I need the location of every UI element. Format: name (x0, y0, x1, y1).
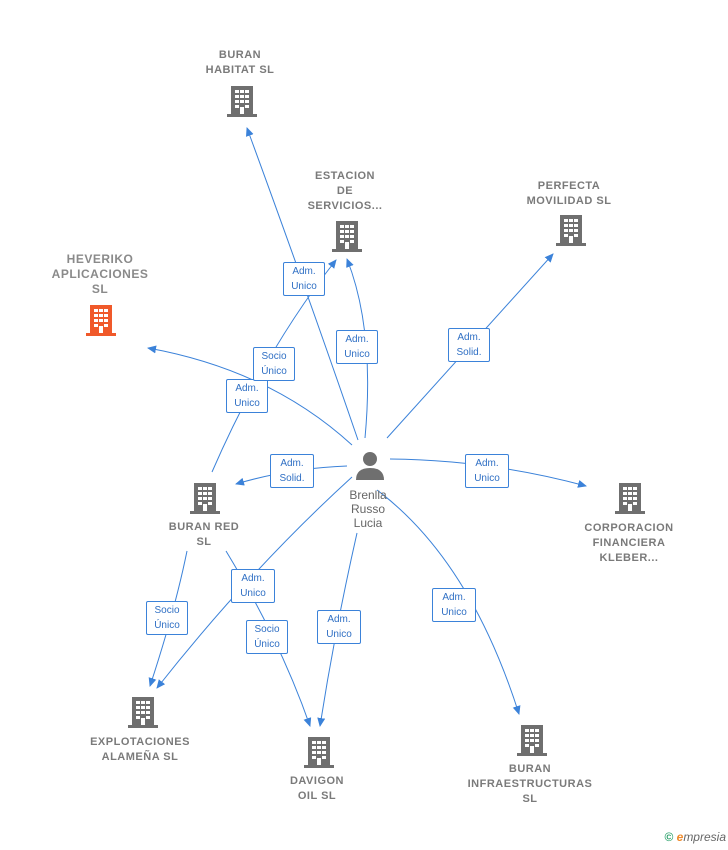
node-label-heveriko[interactable]: HEVERIKO APLICACIONES SL (51, 252, 149, 296)
edge-label-buranred-estacion: Socio Único (253, 347, 295, 381)
node-label-buran-infra[interactable]: BURAN INFRAESTRUCTURAS SL (467, 763, 593, 805)
node-label-davigon[interactable]: DAVIGON OIL SL (289, 775, 345, 802)
edge-label-buranred-davigon: Socio Único (246, 620, 288, 654)
brand-logo-text: mpresia (683, 830, 726, 844)
node-label-buran-habitat[interactable]: BURAN HABITAT SL (205, 49, 275, 76)
edge-label-center-explotaciones: Adm. Unico (231, 569, 275, 603)
edge-label-perfecta: Adm. Solid. (448, 328, 490, 362)
edge-label-buran-infra: Adm. Unico (432, 588, 476, 622)
copyright-icon: © (664, 830, 674, 844)
building-icon-corporacion (615, 483, 645, 514)
edge-label-estacion: Adm. Unico (336, 330, 378, 364)
building-icon-davigon (304, 737, 334, 768)
building-icon-buran-habitat (227, 86, 257, 117)
building-icon-buran-infra (517, 725, 547, 756)
node-label-corporacion[interactable]: CORPORACION FINANCIERA KLEBER... (584, 522, 674, 564)
node-label-explotaciones[interactable]: EXPLOTACIONES ALAMEÑA SL (90, 736, 190, 763)
edge-label-buran-red: Adm. Solid. (270, 454, 314, 488)
building-icon-buran-red (190, 483, 220, 514)
brand-logo-initial: e (676, 830, 684, 844)
edge-label-buranred-explotaciones: Socio Único (146, 601, 188, 635)
edge-label-heveriko: Adm. Unico (226, 379, 268, 413)
edge-label-corporacion: Adm. Unico (465, 454, 509, 488)
node-label-buran-red[interactable]: BURAN RED SL (168, 521, 240, 548)
node-label-perfecta[interactable]: PERFECTA MOVILIDAD SL (526, 180, 612, 207)
person-label[interactable]: Brenlla Russo Lucia (349, 488, 387, 530)
edge-label-davigon: Adm. Unico (317, 610, 361, 644)
building-icon-heveriko (86, 305, 116, 336)
brand-footer: © empresia (664, 830, 726, 844)
building-icon-estacion (332, 221, 362, 252)
edge-line-buran-infra (376, 489, 521, 715)
building-icon-perfecta (556, 215, 586, 246)
person-icon (356, 452, 384, 480)
edge-label-buran-habitat: Adm. Unico (283, 262, 325, 296)
building-icon-explotaciones (128, 697, 158, 728)
node-label-estacion[interactable]: ESTACION DE SERVICIOS... (307, 170, 383, 212)
